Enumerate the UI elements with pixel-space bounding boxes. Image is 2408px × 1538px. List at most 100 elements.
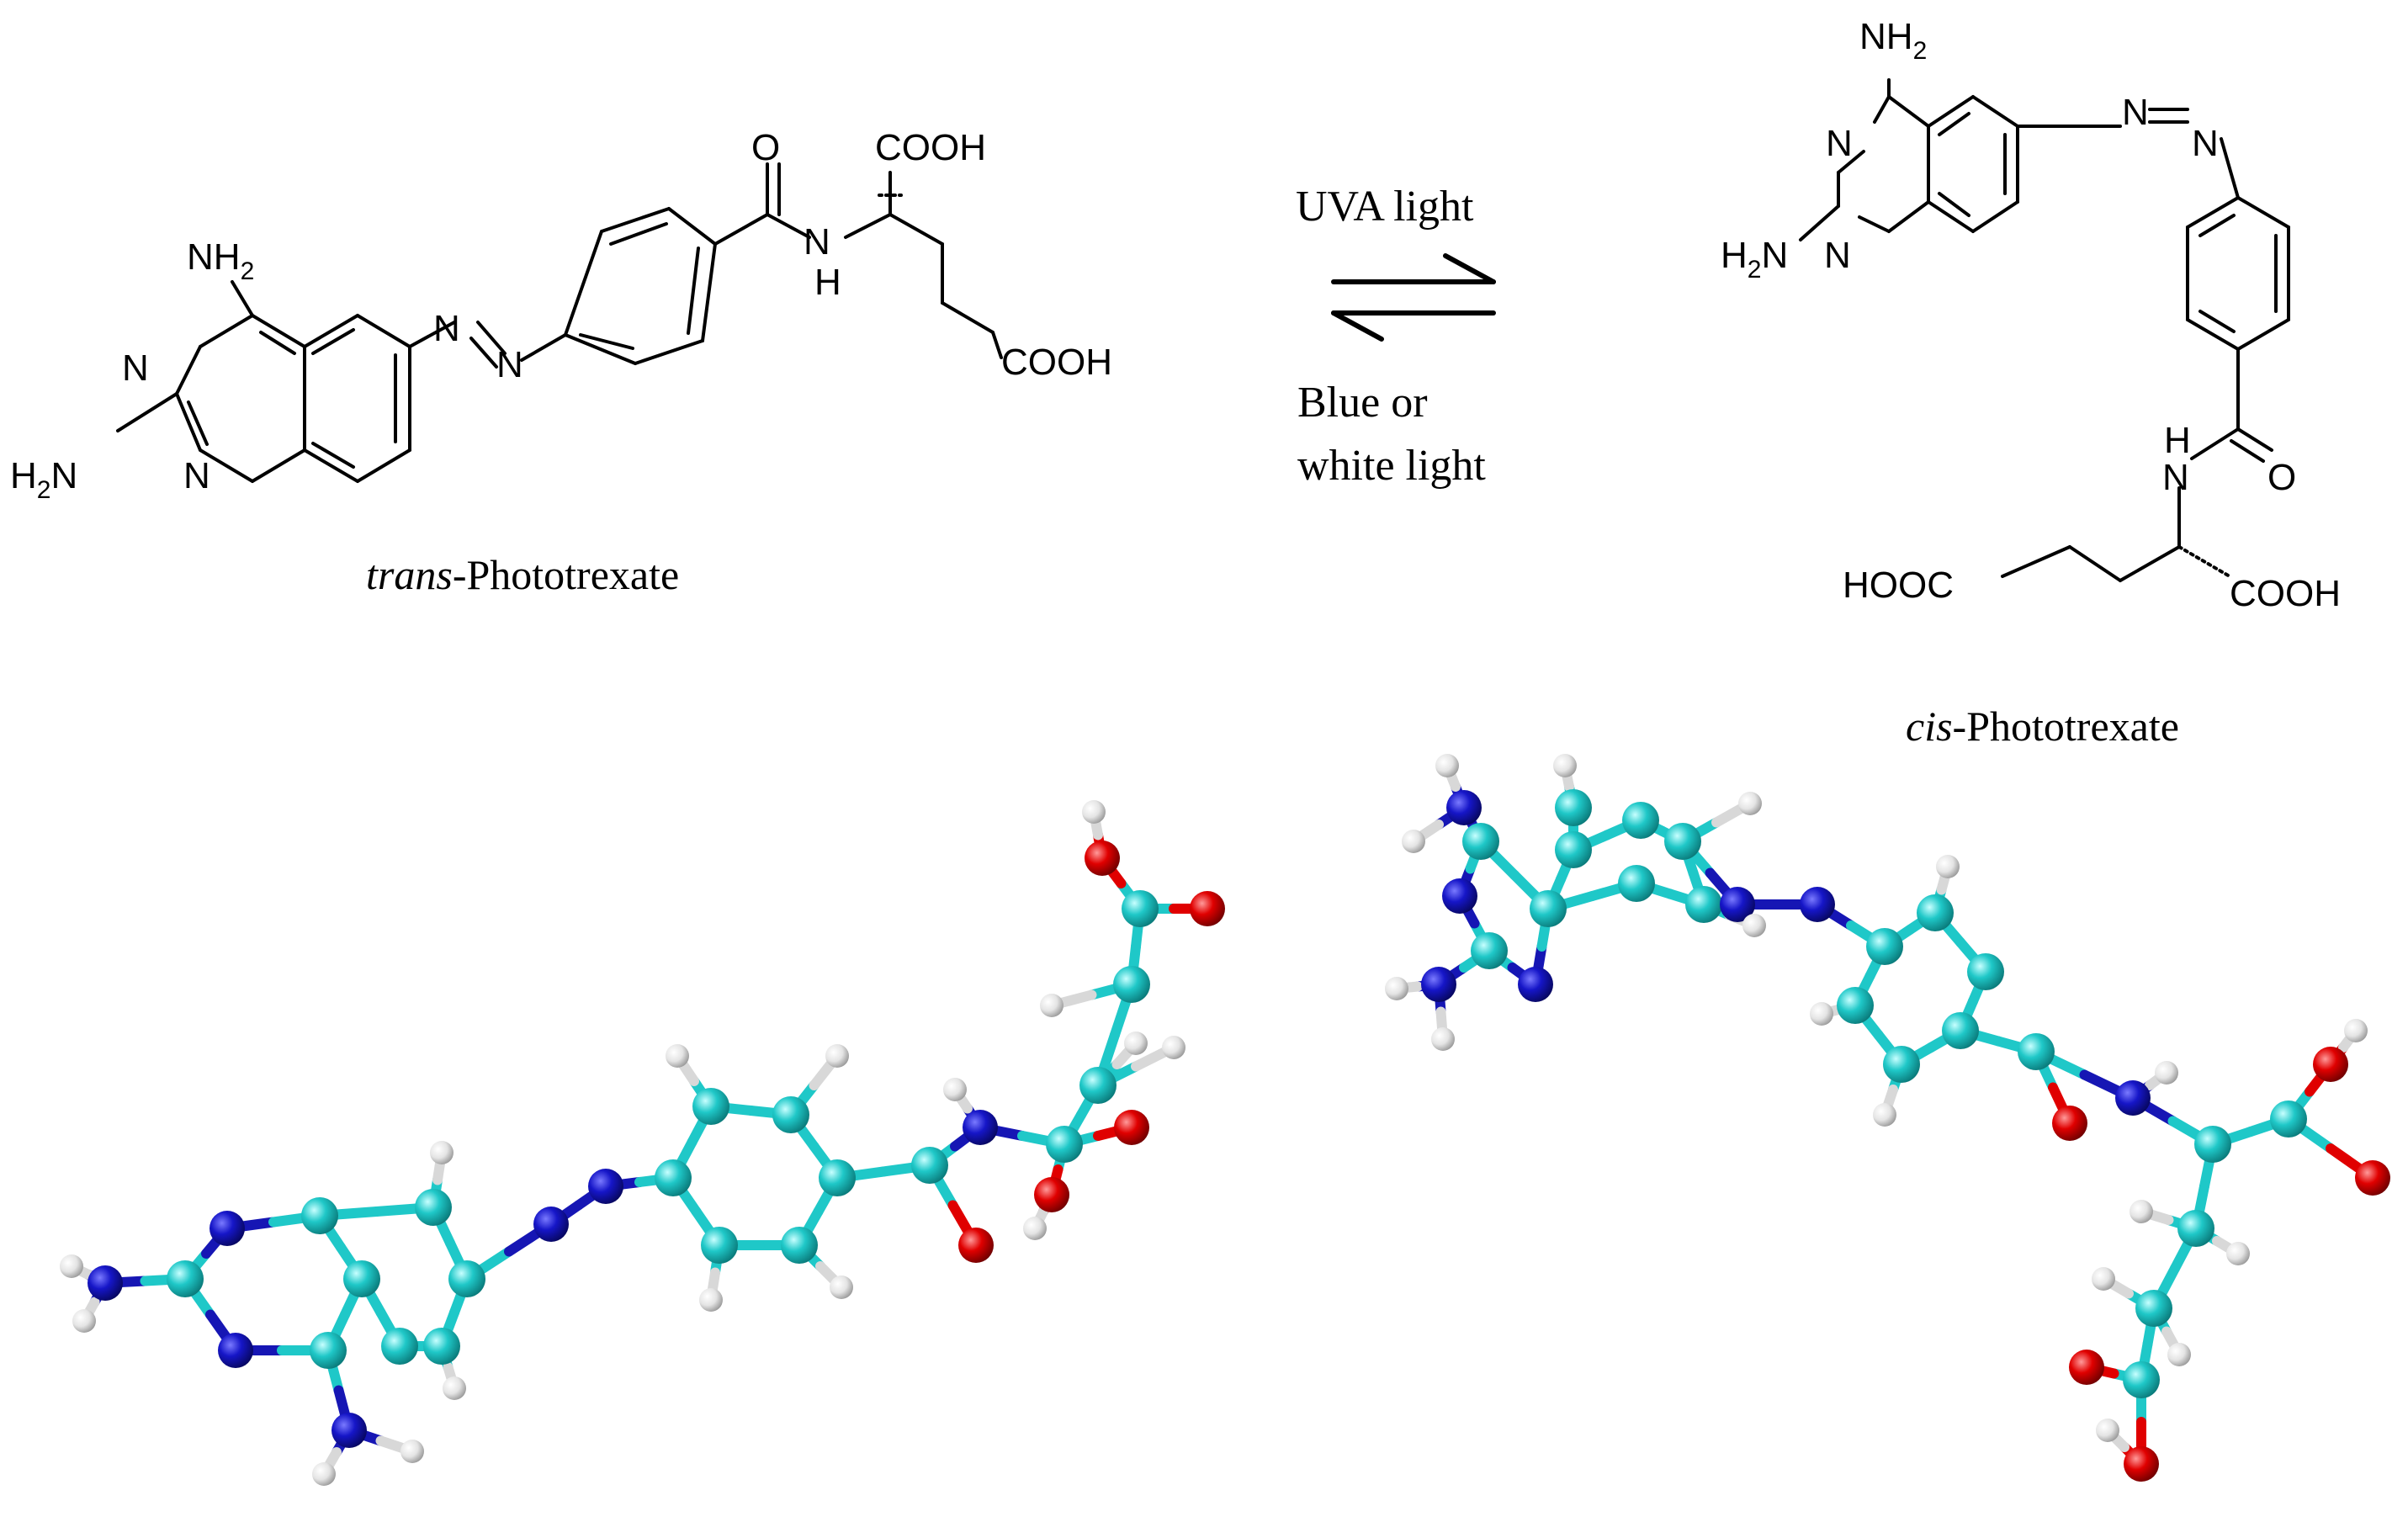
cis-amide-n: N: [2162, 457, 2189, 498]
oxygen-atom: [1034, 1177, 1069, 1212]
oxygen-atom: [1190, 891, 1225, 926]
trans-atom-labels: NH2 N N H2N N N O N H COOH COOH: [10, 127, 1112, 504]
carbon-atom: [2123, 1361, 2160, 1398]
carbon-atom: [1883, 1046, 1920, 1083]
hydrogen-atom: [1431, 1027, 1455, 1051]
hydrogen-atom: [1810, 1002, 1833, 1026]
carbon-atom: [772, 1096, 809, 1133]
nitrogen-atom: [1421, 967, 1456, 1002]
cis-hooc: HOOC: [1843, 565, 1954, 606]
trans-caption: trans-Phototrexate: [366, 551, 679, 598]
cis-azo-n2: N: [2192, 123, 2219, 164]
trans-h2n: H2N: [10, 455, 77, 504]
nitrogen-atom: [588, 1169, 623, 1204]
carbon-atom: [1967, 953, 2004, 990]
trans-cooh-side: COOH: [1001, 342, 1112, 383]
nitrogen-atom: [1518, 967, 1553, 1002]
cis-2d-structure: NH2 N N H2N N N H N O HOOC COOH cis-Phot…: [1721, 16, 2341, 750]
nitrogen-atom: [1800, 887, 1835, 922]
trans-n-1: N: [122, 347, 149, 389]
oxygen-atom: [1114, 1110, 1149, 1145]
condition-forward: UVA light: [1296, 183, 1474, 231]
hydrogen-atom: [943, 1078, 967, 1101]
hydrogen-atom: [400, 1440, 424, 1463]
hydrogen-atom: [1435, 754, 1459, 777]
oxygen-atom: [2069, 1350, 2104, 1385]
nitrogen-atom: [331, 1413, 367, 1448]
hydrogen-atom: [443, 1376, 466, 1400]
trans-3d-model: [60, 800, 1225, 1486]
cis-n-1: N: [1826, 123, 1853, 164]
hydrogen-atom: [1162, 1036, 1185, 1059]
cis-h2n: H2N: [1721, 235, 1788, 284]
cis-atom-labels: NH2 N N H2N N N H N O HOOC COOH: [1721, 16, 2341, 614]
hydrogen-atom: [1742, 914, 1766, 937]
carbon-atom: [911, 1147, 948, 1184]
hydrogen-atom: [2096, 1419, 2119, 1442]
carbon-atom: [692, 1088, 729, 1125]
hydrogen-atom: [1023, 1217, 1047, 1240]
cis-azo-n1: N: [2122, 92, 2149, 133]
trans-amide-o: O: [751, 127, 780, 168]
hydrogen-atom: [2167, 1343, 2191, 1366]
trans-cooh-alpha: COOH: [875, 127, 986, 168]
hydrogen-atom: [1553, 754, 1577, 777]
carbon-atom: [423, 1328, 460, 1365]
hydrogen-atom: [2155, 1061, 2178, 1085]
carbon-atom: [2135, 1290, 2172, 1327]
hydrogen-atom: [1040, 994, 1063, 1017]
hydrogen-atom: [825, 1044, 849, 1068]
oxygen-atom: [1085, 841, 1120, 876]
hydrogen-atom: [1082, 800, 1106, 824]
condition-reverse-2: white light: [1297, 442, 1486, 490]
carbon-atom: [2177, 1210, 2214, 1247]
condition-reverse-1: Blue or: [1297, 379, 1428, 427]
carbon-atom: [1622, 802, 1659, 839]
carbon-atom: [1917, 894, 1954, 931]
carbon-atom: [1942, 1012, 1979, 1049]
carbon-atom: [781, 1227, 818, 1264]
carbon-atom: [1866, 928, 1903, 965]
oxygen-atom: [958, 1228, 994, 1263]
cis-amide-o: O: [2267, 457, 2296, 498]
cis-n-3: N: [1824, 235, 1851, 276]
hydrogen-atom: [666, 1044, 689, 1068]
hydrogen-atom: [430, 1141, 453, 1164]
carbon-atom: [1837, 987, 1874, 1024]
cis-3d-model: [1385, 754, 2390, 1482]
cis-nh2-top: NH2: [1859, 16, 1927, 65]
hydrogen-atom: [72, 1309, 96, 1333]
trans-amide-h: H: [814, 262, 841, 303]
carbon-atom: [701, 1227, 738, 1264]
carbon-atom: [1530, 890, 1567, 927]
oxygen-atom: [2124, 1446, 2159, 1482]
carbon-atom: [1555, 831, 1592, 868]
hydrogen-atom: [1936, 855, 1960, 878]
oxygen-atom: [2313, 1047, 2348, 1082]
carbon-atom: [1462, 823, 1499, 860]
carbon-atom: [310, 1332, 347, 1369]
nitrogen-atom: [1442, 878, 1477, 914]
carbon-atom: [1122, 890, 1159, 927]
cis-bonds: [1799, 78, 2290, 582]
hydrogen-atom: [2344, 1019, 2368, 1042]
equilibrium: UVA light Blue or white light: [1296, 183, 1496, 490]
hydrogen-atom: [699, 1288, 723, 1312]
carbon-atom: [1046, 1126, 1083, 1163]
carbon-atom: [381, 1328, 418, 1365]
carbon-atom: [1618, 865, 1655, 902]
nitrogen-atom: [2115, 1080, 2151, 1116]
nitrogen-atom: [1446, 790, 1482, 825]
carbon-atom: [167, 1260, 204, 1297]
oxygen-atom: [2052, 1106, 2087, 1141]
trans-2d-structure: NH2 N N H2N N N O N H COOH COOH trans-Ph…: [10, 127, 1112, 598]
hydrogen-atom: [830, 1275, 853, 1299]
cis-caption: cis-Phototrexate: [1906, 703, 2179, 750]
hydrogen-atom: [1738, 792, 1762, 815]
carbon-atom: [448, 1260, 485, 1297]
hydrogen-atom: [1873, 1103, 1896, 1127]
cis-cooh: COOH: [2230, 573, 2341, 614]
nitrogen-atom: [88, 1265, 123, 1301]
hydrogen-atom: [2226, 1242, 2250, 1265]
carbon-atom: [1471, 932, 1508, 969]
